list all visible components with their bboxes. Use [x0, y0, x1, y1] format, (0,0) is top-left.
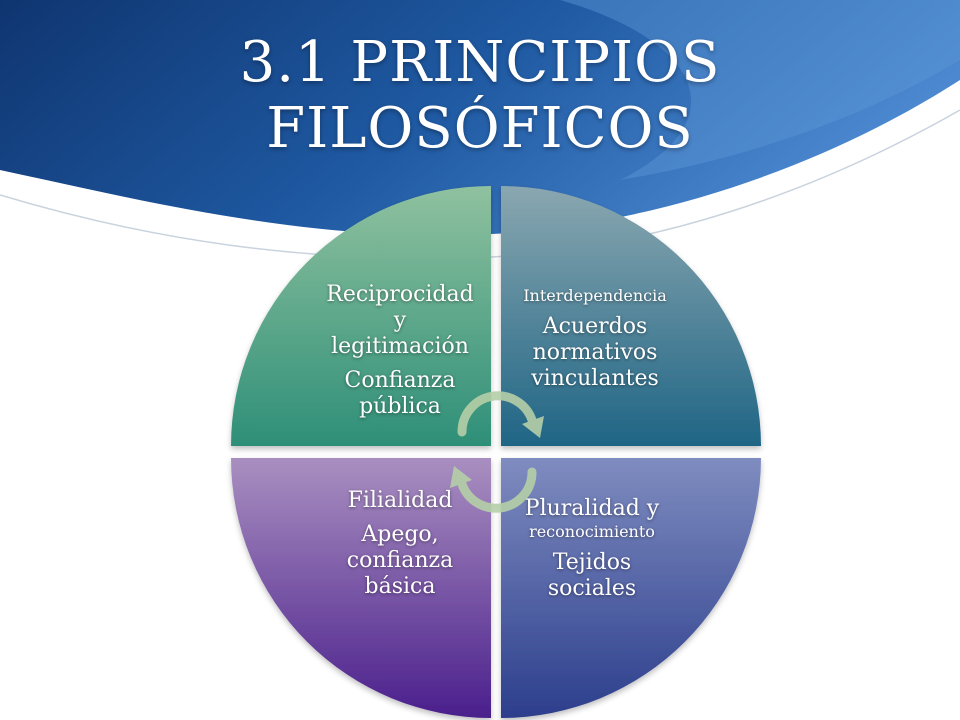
quadrant-label-bottom-right: Pluralidad y reconocimiento Tejidos soci… [492, 496, 692, 602]
sub-line: sociales [547, 576, 637, 601]
quadrant-label-top-right: Interdependencia Acuerdos normativos vin… [490, 286, 700, 392]
cycle-arrows-icon [450, 391, 544, 513]
heading-line: y [393, 308, 407, 333]
heading-line: Filialidad [347, 488, 453, 513]
quadrant-top-right [501, 186, 761, 446]
sub-line: Acuerdos [542, 314, 648, 339]
sub-line: Confianza [344, 368, 456, 393]
header-swoosh [0, 0, 960, 236]
quadrant-label-bottom-left: Filialidad Apego, confianza básica [300, 488, 500, 600]
quadrant-top-left [231, 186, 491, 446]
title-line-2: FILOSÓFICOS [266, 96, 694, 161]
heading-line: reconocimiento [529, 522, 655, 541]
heading-line: Reciprocidad [326, 282, 474, 307]
slide-title: 3.1 PRINCIPIOS FILOSÓFICOS [180, 30, 780, 162]
sub-line: Tejidos [552, 550, 632, 575]
heading-line: Pluralidad y [524, 496, 660, 521]
heading-line: legitimación [331, 334, 469, 359]
quadrant-label-top-left: Reciprocidad y legitimación Confianza pú… [300, 282, 500, 420]
sub-line: pública [359, 394, 441, 419]
heading-line: Interdependencia [523, 286, 667, 305]
sub-line: básica [364, 574, 436, 599]
title-line-1: 3.1 PRINCIPIOS [239, 30, 721, 95]
sub-line: normativos [532, 340, 658, 365]
header-swoosh-light [560, 0, 960, 180]
sub-line: vinculantes [531, 366, 659, 391]
sub-line: Apego, [361, 522, 439, 547]
sub-line: confianza [346, 548, 454, 573]
quadrant-bottom-left [231, 458, 491, 718]
quadrant-bottom-right [501, 458, 761, 718]
